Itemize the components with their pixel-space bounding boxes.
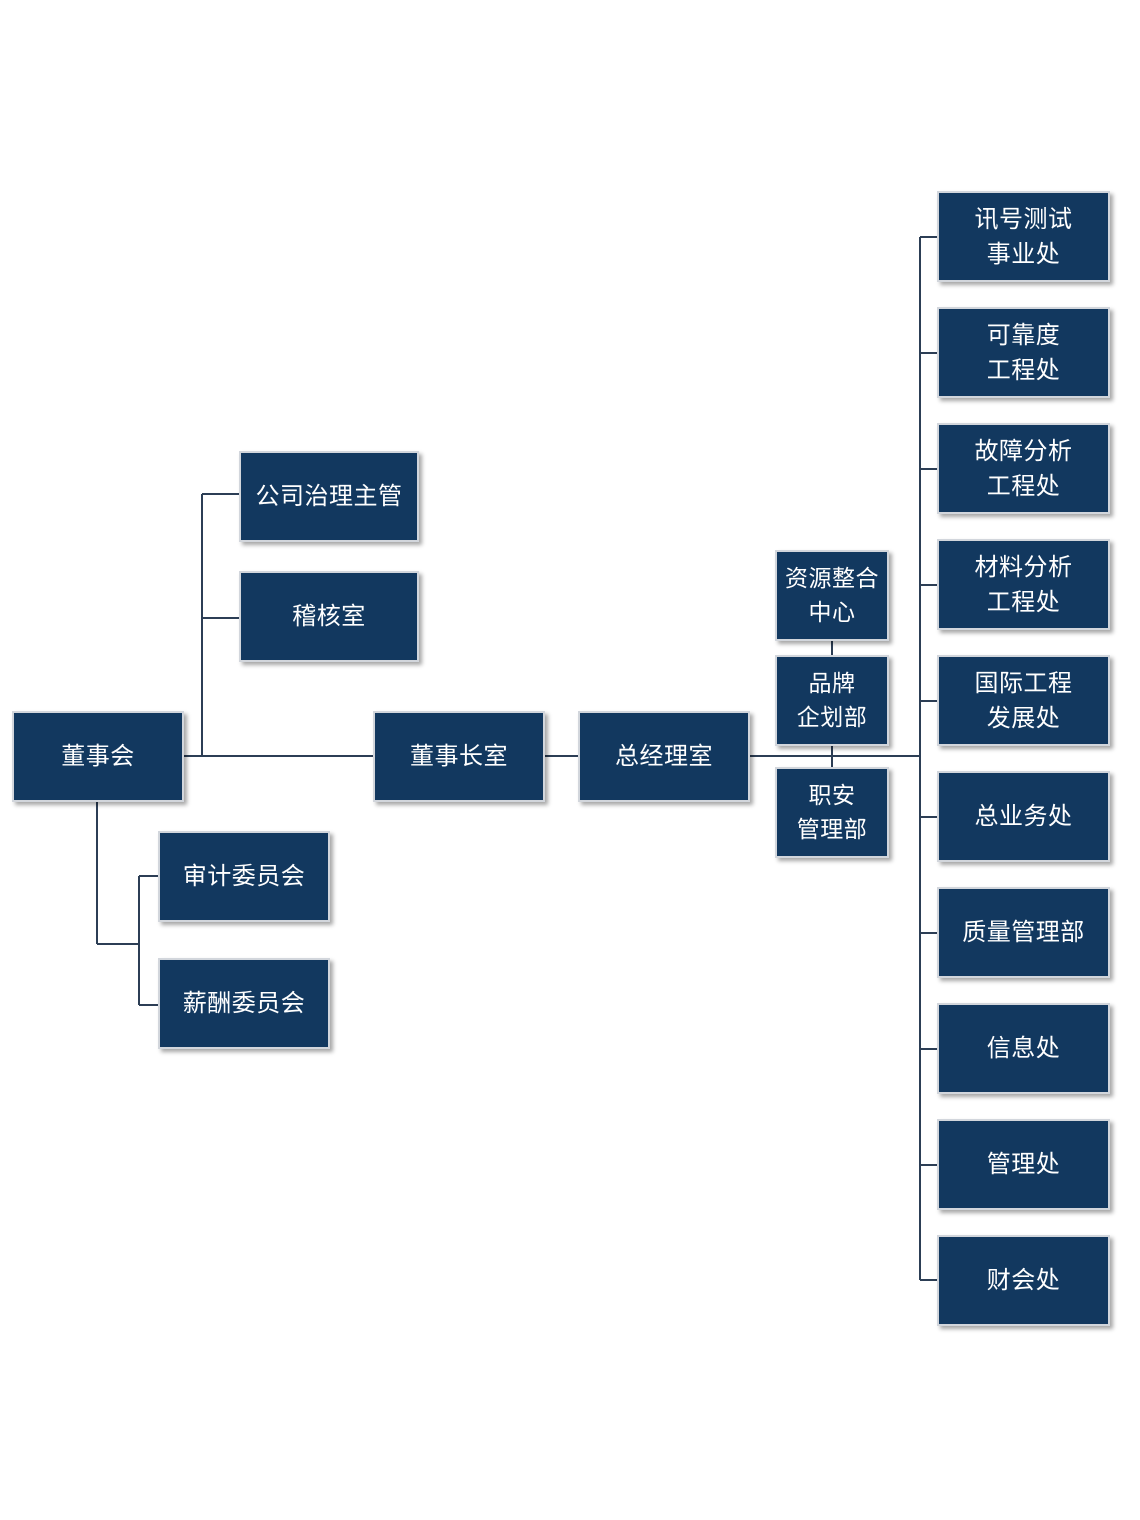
department-label: 管理处 bbox=[986, 1150, 1061, 1178]
department-node: 国际工程 发展处 bbox=[937, 655, 1110, 746]
board-node: 董事会 bbox=[12, 711, 184, 802]
corporate-governance-node: 公司治理主管 bbox=[239, 451, 419, 542]
chairman-office-node: 董事长室 bbox=[373, 711, 545, 802]
department-label: 材料分析 工程处 bbox=[974, 552, 1073, 616]
resource-integration-label: 资源整合 中心 bbox=[785, 565, 879, 626]
department-label: 国际工程 发展处 bbox=[974, 668, 1073, 732]
department-label: 质量管理部 bbox=[962, 918, 1085, 946]
chairman-office-label: 董事长室 bbox=[410, 742, 508, 770]
board-label: 董事会 bbox=[61, 742, 135, 770]
department-label: 总业务处 bbox=[974, 802, 1073, 830]
department-node: 总业务处 bbox=[937, 771, 1110, 862]
safety-management-node: 职安 管理部 bbox=[775, 767, 889, 858]
brand-planning-node: 品牌 企划部 bbox=[775, 655, 889, 746]
department-label: 故障分析 工程处 bbox=[974, 436, 1073, 500]
audit-committee-label: 审计委员会 bbox=[182, 862, 306, 890]
audit-office-node: 稽核室 bbox=[239, 571, 419, 662]
resource-integration-node: 资源整合 中心 bbox=[775, 550, 889, 641]
department-node: 讯号测试 事业处 bbox=[937, 191, 1110, 282]
department-label: 信息处 bbox=[986, 1034, 1061, 1062]
compensation-committee-node: 薪酬委员会 bbox=[158, 958, 330, 1049]
department-node: 信息处 bbox=[937, 1003, 1110, 1094]
department-label: 财会处 bbox=[986, 1266, 1061, 1294]
department-node: 可靠度 工程处 bbox=[937, 307, 1110, 398]
general-manager-office-label: 总经理室 bbox=[615, 742, 713, 770]
department-node: 故障分析 工程处 bbox=[937, 423, 1110, 514]
safety-management-label: 职安 管理部 bbox=[796, 782, 868, 843]
department-node: 管理处 bbox=[937, 1119, 1110, 1210]
department-label: 可靠度 工程处 bbox=[986, 320, 1061, 384]
audit-office-label: 稽核室 bbox=[292, 602, 366, 630]
department-node: 财会处 bbox=[937, 1235, 1110, 1326]
general-manager-office-node: 总经理室 bbox=[578, 711, 750, 802]
corporate-governance-label: 公司治理主管 bbox=[255, 482, 403, 510]
department-node: 材料分析 工程处 bbox=[937, 539, 1110, 630]
department-label: 讯号测试 事业处 bbox=[974, 204, 1073, 268]
department-node: 质量管理部 bbox=[937, 887, 1110, 978]
compensation-committee-label: 薪酬委员会 bbox=[182, 989, 306, 1017]
audit-committee-node: 审计委员会 bbox=[158, 831, 330, 922]
brand-planning-label: 品牌 企划部 bbox=[796, 670, 868, 731]
